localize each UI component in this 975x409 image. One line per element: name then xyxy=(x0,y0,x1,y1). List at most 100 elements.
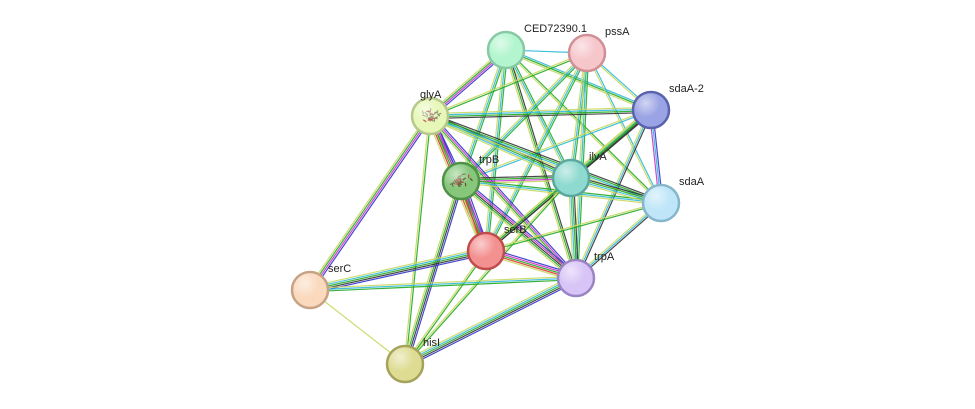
node-serC[interactable]: serC xyxy=(290,263,351,310)
edge-ilvA-hisI xyxy=(403,177,573,365)
edge-evidence-line xyxy=(429,108,651,116)
node-label: CED72390.1 xyxy=(524,23,587,35)
node-highlight xyxy=(634,93,668,127)
node-highlight xyxy=(570,36,604,70)
node-highlight xyxy=(293,273,327,307)
edge-evidence-line xyxy=(309,277,577,291)
edge-evidence-line xyxy=(430,110,652,118)
edge-evidence-line xyxy=(461,110,652,183)
edge-evidence-line xyxy=(506,48,663,203)
node-glyA[interactable]: glyA xyxy=(410,89,450,136)
node-highlight xyxy=(644,186,678,220)
edge-evidence-line xyxy=(506,48,574,178)
edge-serB-hisI xyxy=(403,250,488,365)
node-highlight xyxy=(444,164,478,198)
edge-sdaA-serB xyxy=(485,201,662,253)
edge-evidence-line xyxy=(401,180,460,364)
edge-evidence-line xyxy=(460,180,577,279)
edge-trpA-serC xyxy=(309,275,577,293)
node-highlight xyxy=(469,234,503,268)
node-label: sdaA-2 xyxy=(669,83,704,95)
edge-evidence-line xyxy=(310,116,432,291)
edge-evidence-line xyxy=(503,50,571,180)
edge-CED72390.1-sdaA-2 xyxy=(505,47,652,113)
edge-serC-hisI xyxy=(309,289,406,365)
edge-trpB-hisI xyxy=(401,180,465,365)
node-highlight xyxy=(554,161,588,195)
edge-evidence-line xyxy=(310,279,577,293)
edge-evidence-line xyxy=(403,250,486,364)
edge-evidence-line xyxy=(485,201,661,251)
edge-evidence-line xyxy=(427,117,575,281)
node-label: trpB xyxy=(479,154,499,166)
node-label: trpA xyxy=(594,251,615,263)
edge-evidence-line xyxy=(403,115,430,364)
edge-evidence-line xyxy=(405,178,573,365)
edge-evidence-line xyxy=(429,106,651,115)
edge-evidence-line xyxy=(429,51,587,116)
edge-sdaA-2-trpB xyxy=(460,108,652,183)
edge-evidence-line xyxy=(460,108,651,181)
node-highlight xyxy=(413,99,447,133)
node-sdaA-2[interactable]: sdaA-2 xyxy=(631,83,704,130)
edge-sdaA-2-glyA xyxy=(429,106,652,120)
edge-sdaA-2-trpA xyxy=(573,109,654,279)
edge-evidence-line xyxy=(585,53,661,204)
edge-evidence-line xyxy=(486,203,662,253)
edge-evidence-line xyxy=(430,113,663,202)
edge-evidence-line xyxy=(406,280,578,368)
node-ilvA[interactable]: ilvA xyxy=(551,151,607,198)
edge-evidence-line xyxy=(462,177,579,276)
edge-evidence-line xyxy=(403,177,571,364)
edge-evidence-line xyxy=(505,51,651,113)
edge-evidence-line xyxy=(428,116,576,279)
edge-evidence-line xyxy=(309,275,576,289)
node-highlight xyxy=(559,261,593,295)
node-hisI[interactable]: hisI xyxy=(385,337,440,384)
node-label: sdaA xyxy=(679,176,705,188)
node-trpB[interactable]: trpB xyxy=(441,154,499,201)
edge-evidence-line xyxy=(487,50,509,252)
edge-evidence-line xyxy=(575,109,652,279)
edge-evidence-line xyxy=(309,250,487,291)
edge-evidence-line xyxy=(485,49,507,252)
node-CED72390.1[interactable]: CED72390.1 xyxy=(486,23,587,70)
edge-evidence-line xyxy=(311,117,433,292)
edge-evidence-line xyxy=(461,53,589,183)
edge-evidence-line xyxy=(506,47,652,109)
edge-evidence-line xyxy=(459,181,576,280)
edge-evidence-line xyxy=(403,180,461,364)
edge-evidence-line xyxy=(310,252,487,293)
node-label: serB xyxy=(504,224,527,236)
node-label: pssA xyxy=(605,26,630,38)
edge-evidence-line xyxy=(309,248,486,289)
edge-evidence-line xyxy=(405,251,488,365)
node-label: glyA xyxy=(420,89,442,101)
node-label: serC xyxy=(328,263,351,275)
node-trpA[interactable]: trpA xyxy=(556,251,615,298)
edge-evidence-line xyxy=(405,181,463,365)
edge-evidence-line xyxy=(307,114,429,289)
edge-evidence-line xyxy=(404,277,577,365)
edge-evidence-line xyxy=(428,117,571,181)
edge-evidence-line xyxy=(308,115,430,290)
node-label: hisI xyxy=(423,337,440,349)
edge-glyA-trpA xyxy=(427,113,579,281)
node-highlight xyxy=(388,347,422,381)
edge-pssA-sdaA xyxy=(585,52,663,204)
node-label: ilvA xyxy=(589,151,607,163)
edge-evidence-line xyxy=(577,110,654,279)
edge-evidence-line xyxy=(430,114,662,203)
edge-evidence-line xyxy=(309,247,486,288)
edges-layer xyxy=(307,47,664,368)
edge-evidence-line xyxy=(405,116,432,365)
edge-evidence-line xyxy=(458,183,575,282)
edge-evidence-line xyxy=(405,278,578,367)
node-sdaA[interactable]: sdaA xyxy=(641,176,705,223)
nodes-layer: CED72390.1 pssA sdaA-2 glyA trpB ilvA sdaA serB… xyxy=(290,23,705,384)
edge-evidence-line xyxy=(430,111,652,120)
node-serB[interactable]: serB xyxy=(466,224,527,271)
edge-evidence-line xyxy=(403,275,576,364)
edge-evidence-line xyxy=(430,53,588,118)
node-pssA[interactable]: pssA xyxy=(567,26,630,73)
